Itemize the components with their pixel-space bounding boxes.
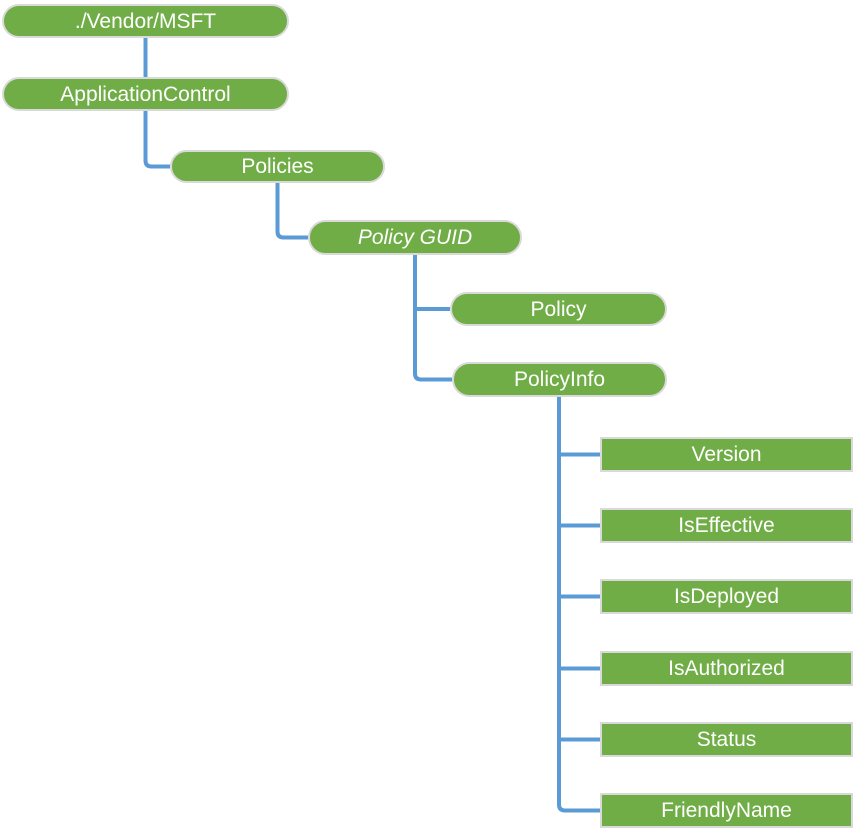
node-friendlyname: FriendlyName bbox=[600, 793, 853, 828]
node-isdeployed: IsDeployed bbox=[600, 579, 853, 614]
node-policy: Policy bbox=[450, 292, 667, 326]
node-vendor-msft: ./Vendor/MSFT bbox=[2, 4, 289, 38]
node-policy-guid: Policy GUID bbox=[308, 220, 522, 255]
node-status: Status bbox=[600, 722, 853, 757]
connector-applicationcontrol-to-policies bbox=[143, 111, 170, 169]
connector-policyguid-trunk-to-policyinfo bbox=[413, 255, 452, 382]
node-applicationcontrol: ApplicationControl bbox=[2, 77, 289, 111]
node-policyinfo: PolicyInfo bbox=[452, 362, 667, 397]
node-iseffective: IsEffective bbox=[600, 508, 853, 543]
connector-policyinfo-trunk-to-friendlyname bbox=[557, 397, 601, 813]
node-policies: Policies bbox=[170, 150, 385, 183]
node-version: Version bbox=[600, 437, 853, 472]
node-isauthorized: IsAuthorized bbox=[600, 651, 853, 686]
connector-policies-to-policyguid bbox=[275, 183, 308, 240]
